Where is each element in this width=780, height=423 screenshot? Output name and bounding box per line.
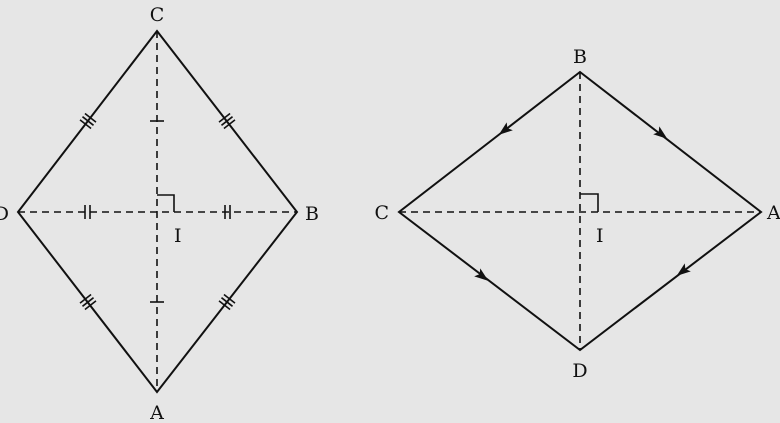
left-center-label: I — [174, 225, 182, 247]
left-rhombus: C B A D I — [0, 4, 319, 423]
right-right-angle-marker — [580, 193, 599, 212]
left-side-ticks-ab — [218, 293, 236, 311]
right-arrow-b-to-c — [498, 122, 513, 135]
right-vertex-label-top: B — [573, 46, 587, 68]
left-right-angle-marker — [157, 194, 175, 212]
left-diagonal-ticks-di — [84, 205, 91, 219]
right-rhombus: B A D C I — [374, 46, 780, 382]
left-side-ticks-da — [79, 293, 97, 311]
right-arrow-c-to-d — [474, 268, 489, 281]
right-center-label: I — [596, 225, 604, 247]
left-vertex-label-bottom: A — [149, 402, 164, 423]
left-side-ticks-dc — [79, 112, 97, 130]
right-arrow-b-to-a — [653, 126, 668, 139]
right-arrow-a-to-d — [676, 263, 691, 276]
left-vertex-label-left: D — [0, 203, 9, 225]
right-vertex-label-right: A — [766, 202, 780, 224]
left-vertex-label-top: C — [150, 4, 165, 26]
left-side-ticks-cb — [218, 112, 236, 130]
left-diagonal-ticks-ib — [224, 205, 231, 219]
right-vertex-label-left: C — [374, 202, 389, 224]
left-vertex-label-right: B — [305, 203, 319, 225]
right-vertex-label-bottom: D — [572, 360, 587, 382]
